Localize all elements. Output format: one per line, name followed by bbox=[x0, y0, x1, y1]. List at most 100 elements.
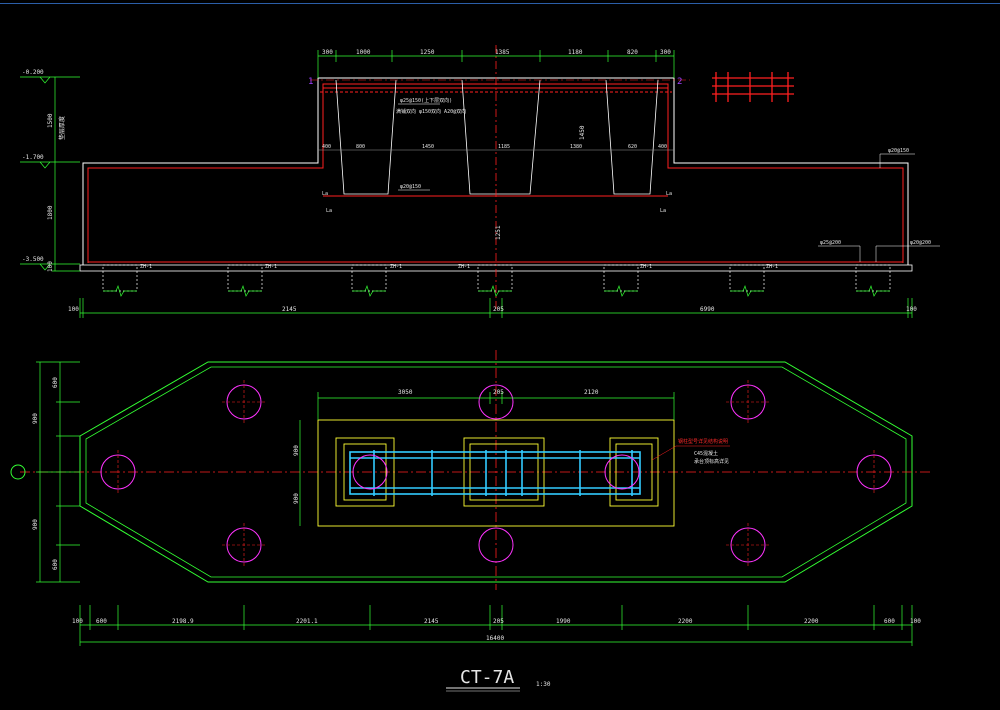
dim-label: 205 bbox=[493, 389, 504, 396]
svg-text:900: 900 bbox=[32, 519, 39, 530]
drawing-id: CT-7A bbox=[460, 667, 514, 688]
total-dim: 16400 bbox=[486, 635, 504, 642]
dim-label: 1385 bbox=[495, 49, 510, 56]
svg-text:1380: 1380 bbox=[570, 144, 582, 150]
svg-text:400: 400 bbox=[658, 144, 667, 150]
pile-break-marks bbox=[103, 284, 890, 297]
rebar-note: φ20@150 bbox=[888, 148, 909, 154]
dim-label: 3050 bbox=[398, 389, 413, 396]
svg-text:620: 620 bbox=[628, 144, 637, 150]
level-dim: 1500 bbox=[47, 113, 54, 128]
lap-label: La bbox=[326, 208, 332, 214]
pedestal-outline bbox=[317, 419, 675, 527]
plan-notes: 钢柱型号详见结构说明 C45混凝土 承台顶标高详见 bbox=[651, 438, 730, 465]
elevation-note: 承台顶标高详见 bbox=[694, 458, 729, 465]
svg-text:1185: 1185 bbox=[498, 144, 510, 150]
section-marker-2: 2 bbox=[677, 77, 682, 87]
elevation-bottom-dims: 100 2145 205 6990 100 bbox=[68, 298, 917, 318]
level-note: 垫层厚度 bbox=[58, 116, 66, 140]
concrete-note: C45混凝土 bbox=[694, 450, 718, 457]
svg-text:600: 600 bbox=[52, 559, 59, 570]
dim-label: 2120 bbox=[584, 389, 599, 396]
section-marker-1: 1 bbox=[308, 77, 313, 87]
pile-tag: ZH-1 bbox=[265, 264, 277, 270]
svg-text:2198.9: 2198.9 bbox=[172, 618, 194, 625]
pile-tag: ZH-1 bbox=[390, 264, 402, 270]
svg-text:900: 900 bbox=[293, 493, 300, 504]
dim-label: 820 bbox=[627, 49, 638, 56]
rebar-note: φ25@200 bbox=[820, 240, 841, 246]
cap-outline-inner bbox=[85, 366, 907, 578]
lap-label: La bbox=[322, 191, 328, 197]
pile-tag: ZH-1 bbox=[766, 264, 778, 270]
dim-label: 1180 bbox=[568, 49, 583, 56]
rebar-lines bbox=[87, 83, 904, 263]
svg-text:600: 600 bbox=[96, 618, 107, 625]
pile-circle bbox=[352, 454, 388, 490]
svg-text:600: 600 bbox=[52, 377, 59, 388]
pile-tag: ZH-1 bbox=[458, 264, 470, 270]
steel-column-bases bbox=[349, 450, 641, 496]
height-label: 1450 bbox=[579, 125, 586, 140]
axis-bubble-icon bbox=[10, 464, 26, 480]
dim-label: 300 bbox=[322, 49, 333, 56]
pile-circle bbox=[478, 384, 514, 420]
pile-circle bbox=[604, 454, 640, 490]
svg-text:100: 100 bbox=[910, 618, 921, 625]
level-label: -1.700 bbox=[22, 154, 44, 161]
leader-lines bbox=[398, 103, 940, 262]
level-dim: 1800 bbox=[47, 205, 54, 220]
svg-text:2145: 2145 bbox=[424, 618, 439, 625]
rebar-note: φ25@150(上下层双向) bbox=[400, 97, 452, 104]
elevation-piles bbox=[102, 264, 891, 292]
elevation-view: ZH-1 ZH-1 ZH-1 ZH-1 ZH-1 ZH-1 300 1000 1… bbox=[20, 45, 940, 318]
pedestal-recesses bbox=[318, 79, 674, 195]
cap-outline-outer bbox=[79, 361, 913, 583]
dim-label: 100 bbox=[906, 306, 917, 313]
svg-text:205: 205 bbox=[493, 618, 504, 625]
svg-text:2201.1: 2201.1 bbox=[296, 618, 318, 625]
pile-tag: ZH-1 bbox=[140, 264, 152, 270]
svg-text:2200: 2200 bbox=[804, 618, 819, 625]
svg-text:400: 400 bbox=[322, 144, 331, 150]
height-label: 1251 bbox=[495, 225, 502, 240]
svg-text:900: 900 bbox=[293, 445, 300, 456]
dim-label: 1250 bbox=[420, 49, 435, 56]
drawing-title: CT-7A 1:30 bbox=[446, 667, 551, 692]
svg-text:800: 800 bbox=[356, 144, 365, 150]
elevation-top-dims: 300 1000 1250 1385 1180 820 300 bbox=[317, 49, 675, 78]
svg-text:100: 100 bbox=[72, 618, 83, 625]
svg-text:600: 600 bbox=[884, 618, 895, 625]
plan-view: 3050 205 2120 900 900 600 900 900 600 bbox=[10, 350, 930, 646]
steel-note: 钢柱型号详见结构说明 bbox=[678, 438, 728, 445]
rebar-note: 满铺双向 φ150双向 A20@双向 bbox=[396, 108, 466, 115]
top-border-line bbox=[0, 3, 1000, 4]
plan-bottom-dims: 100 600 2198.9 2201.1 2145 205 1990 2200… bbox=[72, 605, 921, 646]
plan-outer-left-dims: 600 900 900 600 bbox=[32, 361, 80, 583]
lap-label: La bbox=[660, 208, 666, 214]
rebar-cage-symbol bbox=[712, 72, 794, 102]
rebar-note: φ20@200 bbox=[910, 240, 931, 246]
pile-circle bbox=[478, 527, 514, 563]
dim-label: 100 bbox=[68, 306, 79, 313]
dim-label: 2145 bbox=[282, 306, 297, 313]
pile-tag: ZH-1 bbox=[640, 264, 652, 270]
plan-pedestal-left-dims: 900 900 bbox=[293, 420, 301, 526]
pile-tags: ZH-1 ZH-1 ZH-1 ZH-1 ZH-1 ZH-1 bbox=[140, 264, 778, 270]
pile-crosshairs bbox=[117, 380, 875, 567]
svg-text:2200: 2200 bbox=[678, 618, 693, 625]
lap-label: La bbox=[666, 191, 672, 197]
dim-label: 300 bbox=[660, 49, 671, 56]
svg-text:900: 900 bbox=[32, 413, 39, 424]
rebar-note: φ20@150 bbox=[400, 184, 421, 190]
level-label: -3.500 bbox=[22, 256, 44, 263]
svg-text:1990: 1990 bbox=[556, 618, 571, 625]
dim-label: 1000 bbox=[356, 49, 371, 56]
level-label: -0.200 bbox=[22, 69, 44, 76]
svg-text:1450: 1450 bbox=[422, 144, 434, 150]
dim-label: 6990 bbox=[700, 306, 715, 313]
plan-top-dims: 3050 205 2120 bbox=[317, 389, 675, 420]
level-markers: -0.200 -1.700 -3.500 1500 1800 100 垫层厚度 bbox=[20, 69, 80, 272]
dim-label: 205 bbox=[493, 306, 504, 313]
